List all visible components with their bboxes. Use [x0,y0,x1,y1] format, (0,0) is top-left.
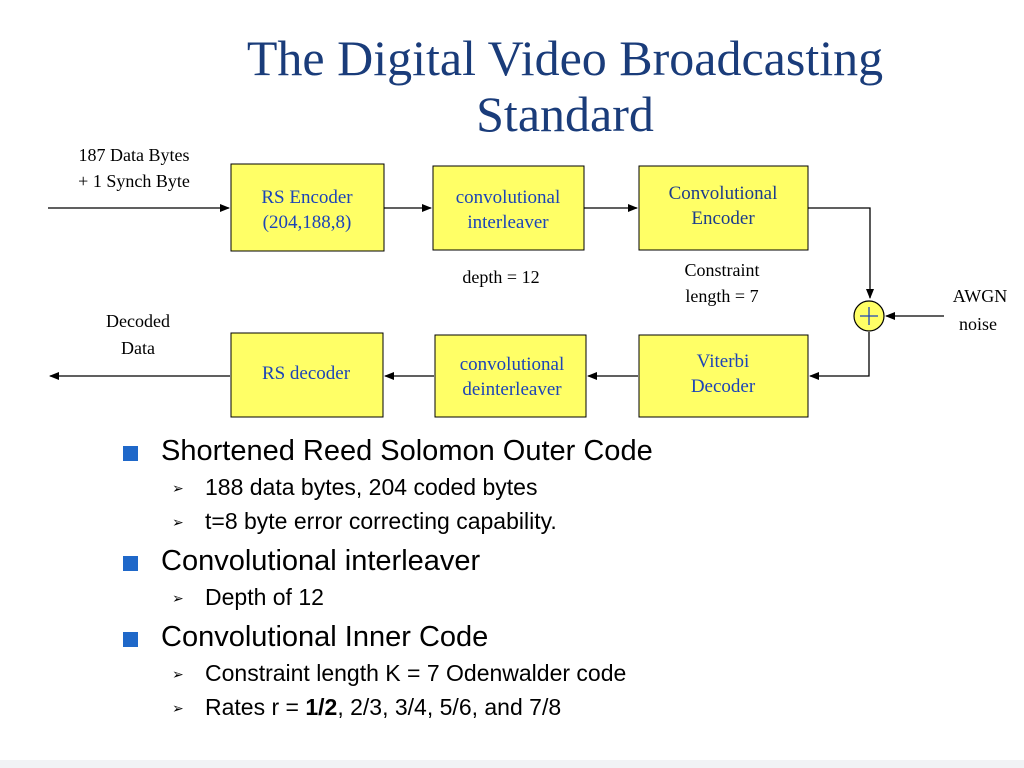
output-label-line-2: Data [121,338,155,358]
bullet-text: Convolutional Inner Code [161,621,489,653]
rates-prefix: Rates r = [205,694,306,720]
output-label-line-1: Decoded [106,311,170,331]
rates-rest: , 2/3, 3/4, 5/6, and 7/8 [337,694,562,720]
rates-bold: 1/2 [305,694,338,720]
sub-bullet: ➢ Constraint length K = 7 Odenwalder cod… [120,656,1000,690]
square-bullet-icon [123,632,138,647]
arrow-bullet-icon: ➢ [172,700,184,716]
conv-interleaver-block: convolutional interleaver [432,165,585,251]
square-bullet-icon [123,446,138,461]
arrow-bullet-icon: ➢ [172,590,184,606]
sub-bullet-rates: ➢ Rates r = 1/2, 2/3, 3/4, 5/6, and 7/8 [120,690,1000,724]
conv-deinterleaver-line-1: convolutional [460,354,564,375]
encoder-to-adder-arrow [808,207,874,299]
arrow-bullet-icon: ➢ [172,480,184,496]
viterbi-decoder-block: Viterbi Decoder [638,334,809,418]
sub-bullet-text: 188 data bytes, 204 coded bytes [205,474,538,500]
sub-bullet: ➢ 188 data bytes, 204 coded bytes [120,470,1000,504]
adder-node [853,300,885,332]
title-line-1: The Digital Video Broadcasting [246,30,884,86]
rs-decoder-block: RS decoder [230,332,384,418]
title-line-2: Standard [476,86,654,142]
conv-interleaver-line-2: interleaver [467,212,549,233]
bullet-rs-outer-code: Shortened Reed Solomon Outer Code [120,432,1000,470]
sub-bullet: ➢ t=8 byte error correcting capability. [120,504,1000,538]
input-label-line-2: + 1 Synch Byte [78,171,190,191]
sub-bullet-text: t=8 byte error correcting capability. [205,508,557,534]
conv-encoder-line-2: Encoder [691,208,755,229]
awgn-label-line-1: AWGN [953,286,1008,306]
arrow-bullet-icon: ➢ [172,666,184,682]
conv-deinterleaver-block: convolutional deinterleaver [434,334,587,418]
depth-label: depth = 12 [462,267,539,287]
sub-bullet-text: Constraint length K = 7 Odenwalder code [205,660,627,686]
sub-bullet: ➢ Depth of 12 [120,580,1000,614]
conv-encoder-line-1: Convolutional [669,183,778,204]
conv-interleaver-line-1: convolutional [456,187,560,208]
arrow-bullet-icon: ➢ [172,514,184,530]
bottom-strip [0,760,1024,768]
bullet-text: Shortened Reed Solomon Outer Code [161,435,653,467]
viterbi-line-1: Viterbi [697,351,750,372]
rs-decoder-label: RS decoder [262,363,351,384]
bullet-conv-interleaver: Convolutional interleaver [120,542,1000,580]
rs-encoder-line-2: (204,188,8) [263,212,352,233]
bullet-list: Shortened Reed Solomon Outer Code ➢ 188 … [120,428,1000,724]
block-diagram: 187 Data Bytes + 1 Synch Byte RS Encoder… [48,145,1008,418]
input-label-line-1: 187 Data Bytes [79,145,190,165]
bullet-conv-inner-code: Convolutional Inner Code [120,618,1000,656]
constraint-label-line-1: Constraint [685,260,760,280]
bullet-text: Convolutional interleaver [161,545,481,577]
constraint-label-line-2: length = 7 [685,286,758,306]
conv-encoder-block: Convolutional Encoder [638,165,809,251]
square-bullet-icon [123,556,138,571]
slide-title: The Digital Video Broadcasting Standard [140,30,990,142]
rs-encoder-block: RS Encoder (204,188,8) [230,163,385,252]
sub-bullet-text: Depth of 12 [205,584,324,610]
adder-to-viterbi-arrow [809,332,870,380]
awgn-label-line-2: noise [959,314,997,334]
rs-encoder-line-1: RS Encoder [261,187,353,208]
viterbi-line-2: Decoder [691,376,756,397]
conv-deinterleaver-line-2: deinterleaver [462,379,562,400]
